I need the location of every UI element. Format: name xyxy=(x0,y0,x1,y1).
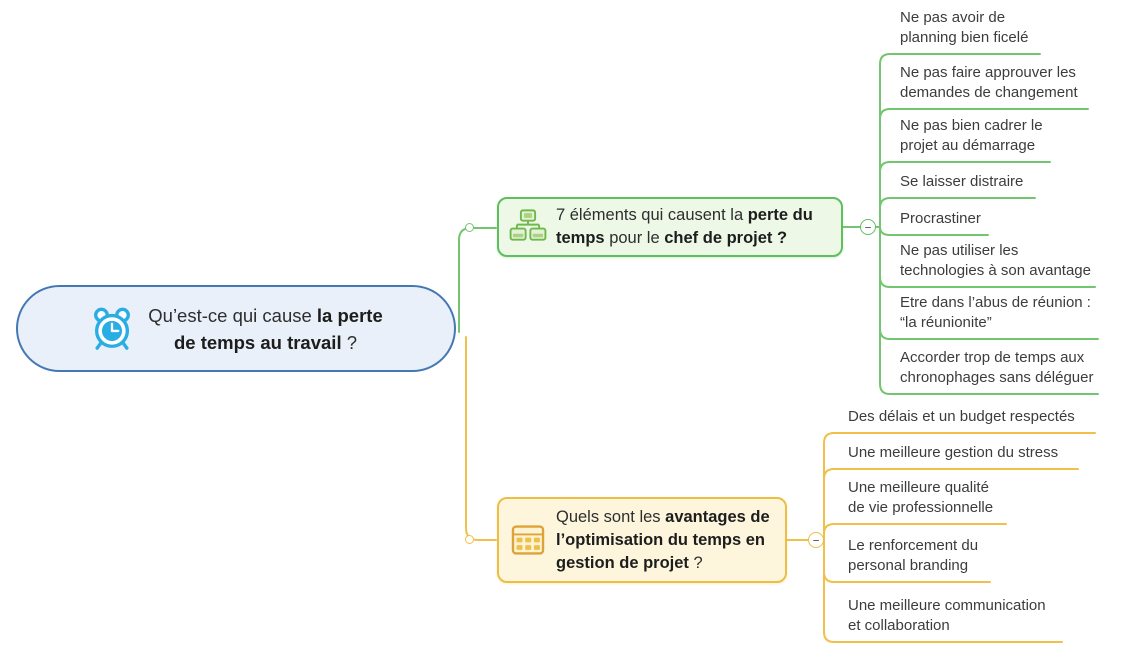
root-node-label: Qu’est-ce qui cause la perte de temps au… xyxy=(148,304,383,353)
leaf-topic[interactable]: Des délais et un budget respectés xyxy=(848,408,1075,425)
table-icon xyxy=(509,521,547,559)
branch-node-benefits[interactable]: Quels sont les avantages de l’optimisati… xyxy=(497,497,787,583)
leaf-topic[interactable]: Une meilleure gestion du stress xyxy=(848,444,1059,461)
leaf-topic[interactable]: Se laisser distraire xyxy=(900,173,1024,190)
leaf-topic[interactable]: Le renforcement du personal branding xyxy=(848,537,979,574)
collapse-button-benefits[interactable]: − xyxy=(808,532,824,548)
connection-dot xyxy=(465,223,474,232)
leaf-topic[interactable]: Etre dans l’abus de réunion : “la réunio… xyxy=(900,294,1091,331)
leaf-topic[interactable]: Ne pas utiliser les technologies à son a… xyxy=(900,242,1091,279)
branch-node-label: Quels sont les avantages de l’optimisati… xyxy=(556,507,770,572)
leaf-topic[interactable]: Une meilleure communication et collabora… xyxy=(848,597,1046,634)
branch-node-causes[interactable]: 7 éléments qui causent la perte du temps… xyxy=(497,197,843,257)
leaf-topic[interactable]: Une meilleure qualité de vie professionn… xyxy=(848,479,994,516)
connection-dot xyxy=(465,535,474,544)
leaf-topic[interactable]: Ne pas faire approuver les demandes de c… xyxy=(900,64,1078,101)
leaf-topic[interactable]: Procrastiner xyxy=(900,210,981,227)
collapse-button-causes[interactable]: − xyxy=(860,219,876,235)
alarm-clock-icon xyxy=(89,306,135,352)
leaf-topic[interactable]: Ne pas bien cadrer le projet au démarrag… xyxy=(900,117,1043,154)
root-node[interactable]: Qu’est-ce qui cause la perte de temps au… xyxy=(16,285,456,372)
leaf-topic[interactable]: Ne pas avoir de planning bien ficelé xyxy=(900,9,1029,46)
branch-node-label: 7 éléments qui causent la perte du temps… xyxy=(556,206,813,247)
sitemap-icon xyxy=(509,208,547,246)
leaf-topic[interactable]: Accorder trop de temps aux chronophages … xyxy=(900,349,1094,386)
